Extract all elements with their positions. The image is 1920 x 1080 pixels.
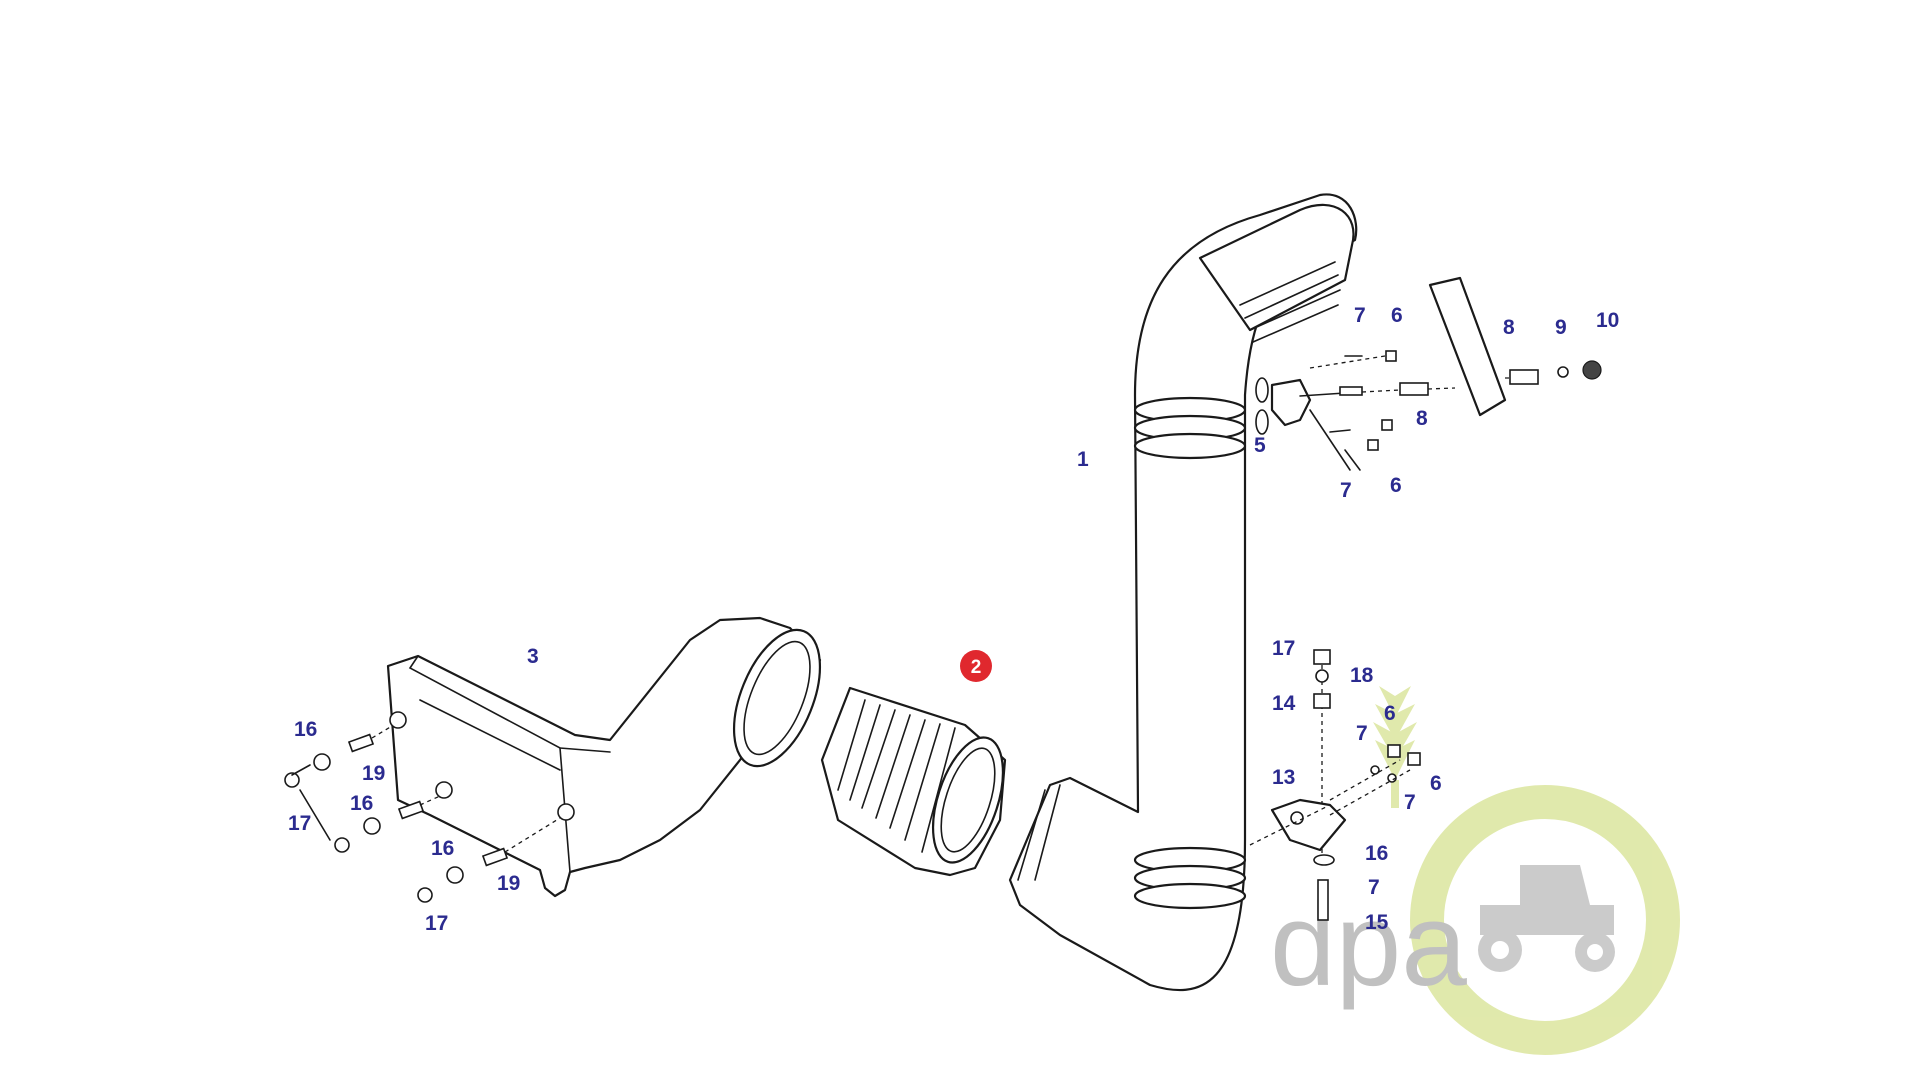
callout-6d: 6: [1430, 772, 1442, 795]
callout-6c: 6: [1384, 702, 1396, 725]
callout-2-badge: [960, 650, 992, 682]
wheat-icon: [1373, 686, 1417, 808]
callout-13: 13: [1272, 766, 1295, 789]
callout-14: 14: [1272, 692, 1296, 715]
bellows-hose-part: [820, 686, 1007, 877]
callout-2-highlight: 2: [960, 650, 992, 682]
callout-16d: 16: [1365, 842, 1388, 865]
flange-bolts-hardware: [284, 725, 561, 903]
callout-17a: 17: [288, 812, 311, 835]
callout-10: 10: [1596, 309, 1619, 332]
callout-16c: 16: [431, 837, 454, 860]
upper-bracket-hardware: [1255, 276, 1602, 471]
callout-5: 5: [1254, 434, 1266, 457]
intake-duct-part: [386, 616, 822, 898]
callout-7d: 7: [1404, 791, 1416, 814]
callout-7e: 7: [1368, 876, 1380, 899]
callout-7c: 7: [1356, 722, 1368, 745]
callout-18: 18: [1350, 664, 1374, 687]
callout-19b: 19: [497, 872, 520, 895]
callout-16b: 16: [350, 792, 373, 815]
callout-1: 1: [1077, 448, 1089, 471]
callout-7a: 7: [1354, 304, 1366, 327]
tractor-gear-icon: [1410, 785, 1680, 1055]
callout-6b: 6: [1390, 474, 1402, 497]
callout-2: 2: [971, 657, 982, 678]
callout-19a: 19: [362, 762, 385, 785]
stack-pipe-part: [1008, 193, 1358, 992]
lower-bracket-hardware: [1249, 649, 1421, 921]
callout-8b: 8: [1416, 407, 1428, 430]
callout-17b: 17: [425, 912, 448, 935]
callout-15: 15: [1365, 911, 1389, 934]
dpa-watermark-text: dpa: [1270, 879, 1467, 1011]
dpa-watermark-logo: dpa: [1270, 686, 1680, 1055]
callout-17c: 17: [1272, 637, 1295, 660]
callout-16a: 16: [294, 718, 317, 741]
callout-labels: 1 3 5 6 6 6 6 7 7 7 7 7 8 8 9 10 13 14 1…: [288, 304, 1619, 935]
callout-6a: 6: [1391, 304, 1403, 327]
callout-3: 3: [527, 645, 539, 668]
callout-7b: 7: [1340, 479, 1352, 502]
callout-9: 9: [1555, 316, 1567, 339]
callout-8a: 8: [1503, 316, 1515, 339]
